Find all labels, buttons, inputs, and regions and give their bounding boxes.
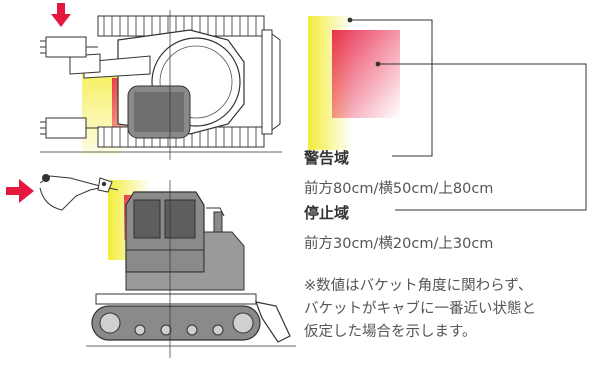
warning-zone-label: 警告域 [304, 149, 350, 167]
footnote: ※数値はバケット角度に関わらず、 バケットがキャブに一番近い状態と 仮定した場合… [304, 278, 536, 340]
right-arrow-icon [6, 179, 34, 203]
legend-graphic [308, 16, 587, 211]
legend-stop-swatch [332, 30, 400, 118]
top-view-excavator [40, 10, 282, 160]
stop-zone-label: 停止域 [304, 204, 350, 222]
warning-zone-values: 前方80cm/横50cm/上80cm [304, 181, 494, 197]
stop-zone-values: 前方30cm/横20cm/上30cm [304, 236, 494, 252]
down-arrow-icon [51, 3, 71, 27]
side-view-excavator [39, 174, 296, 358]
